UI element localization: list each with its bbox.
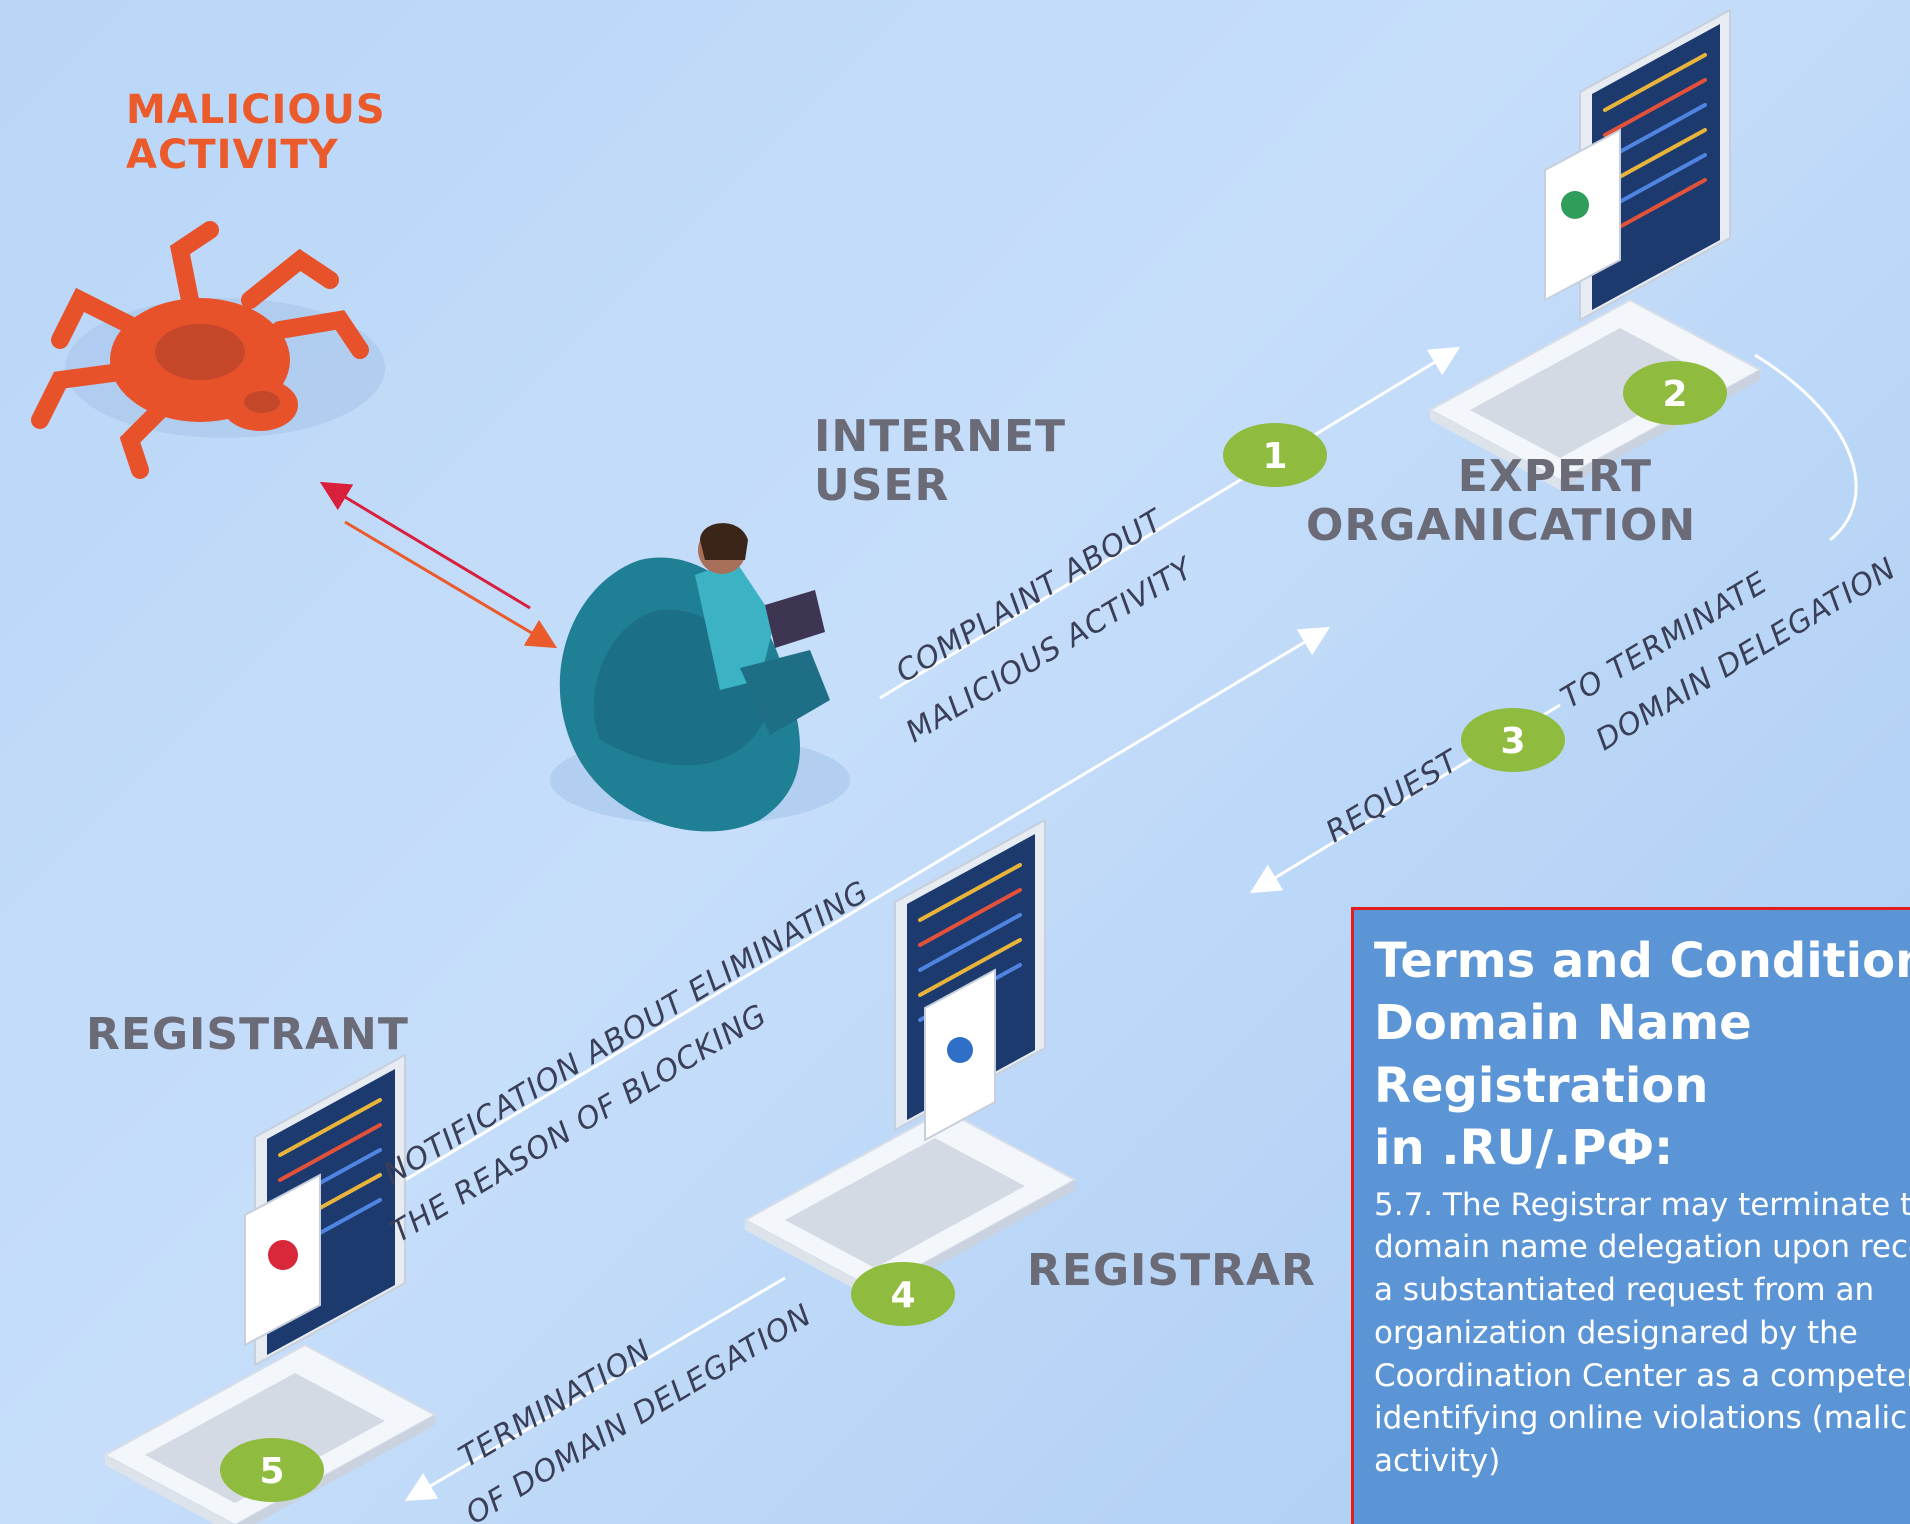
label-registrant: REGISTRANT xyxy=(86,1009,409,1060)
registrant-laptop-icon xyxy=(104,1054,436,1524)
step-number-4: 4 xyxy=(890,1275,915,1316)
terms-body: 5.7. The Registrar may terminate the dom… xyxy=(1374,1186,1910,1480)
step-number-3: 3 xyxy=(1500,721,1525,762)
arrow-to-bug xyxy=(319,481,531,610)
registrar-laptop-icon xyxy=(744,819,1076,1301)
label-registrar: REGISTRAR xyxy=(1027,1245,1316,1296)
terms-box: Terms and Conditions of Domain Name Regi… xyxy=(1351,907,1910,1524)
step-badge-2: 2 xyxy=(1623,361,1727,425)
arrow-termination xyxy=(404,1276,786,1502)
bug-icon xyxy=(31,221,385,479)
internet-user-icon xyxy=(550,523,850,832)
step-number-2: 2 xyxy=(1662,374,1687,415)
step-number-5: 5 xyxy=(259,1451,284,1492)
step-number-1: 1 xyxy=(1262,436,1287,477)
arrow-notification xyxy=(354,626,1331,1212)
expert-laptop-icon xyxy=(1429,9,1761,491)
step-badge-4: 4 xyxy=(851,1262,955,1326)
step-badge-1: 1 xyxy=(1223,423,1327,487)
step-badge-5: 5 xyxy=(220,1438,324,1502)
arrow-curve-expert xyxy=(1754,353,1858,542)
step-badge-3: 3 xyxy=(1461,708,1565,772)
arrow-to-user xyxy=(344,520,558,649)
arrow-complaint xyxy=(879,346,1461,700)
label-expert-organization: EXPERT ORGANICATION xyxy=(1306,451,1697,552)
label-malicious-activity: MALICIOUS ACTIVITY xyxy=(126,87,386,178)
terms-title: Terms and Conditions of Domain Name Regi… xyxy=(1374,933,1910,1177)
label-internet-user: INTERNET USER xyxy=(814,411,1067,512)
